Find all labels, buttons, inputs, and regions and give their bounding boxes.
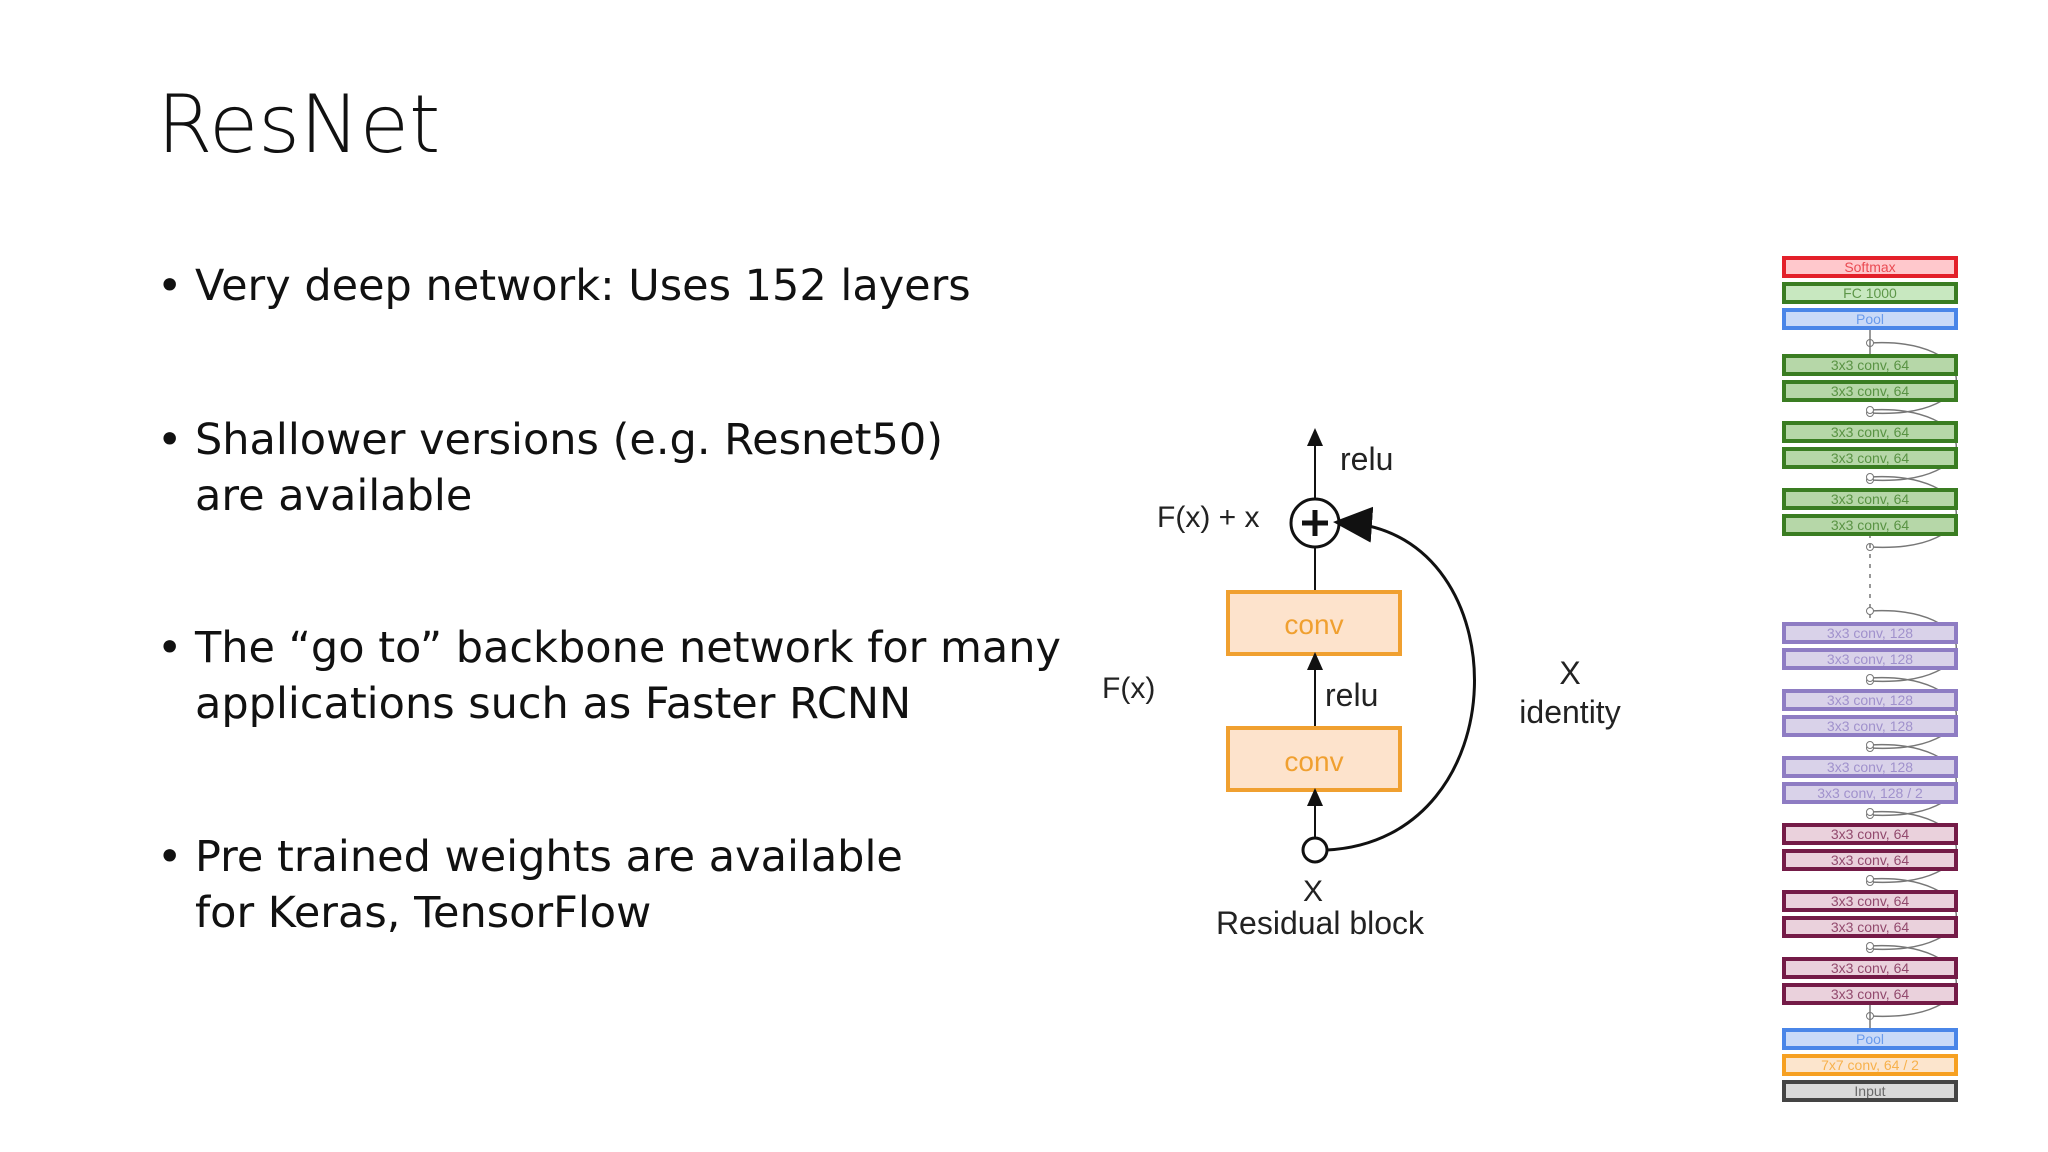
stack-layer-label: 3x3 conv, 64 [1831,517,1910,533]
stack-layer-label: 3x3 conv, 64 [1831,450,1910,466]
stack-layer-box [1782,308,1958,330]
stack-layer-label: 3x3 conv, 128 [1827,759,1913,775]
bullet-item: • Shallower versions (e.g. Resnet50) are… [157,412,955,524]
skip-node [1866,473,1874,481]
slide-title: ResNet [157,78,441,171]
stack-layer-label: 3x3 conv, 128 [1827,718,1913,734]
skip-node [1866,808,1874,816]
skip-connection-arc [1869,744,1957,816]
skip-connection-arc [1869,677,1957,749]
stack-layer-label: 3x3 conv, 64 [1831,893,1910,909]
stack-layer-box [1782,447,1958,469]
input-node [1301,836,1329,864]
stack-layer-label: 3x3 conv, 128 [1827,692,1913,708]
stack-layer-box [1782,1028,1958,1050]
input-x-label: X [1303,875,1323,908]
stack-layer-label: 3x3 conv, 64 [1831,491,1910,507]
stack-layer-box [1782,715,1958,737]
skip-connection-arc [1869,878,1957,950]
stack-layer-box [1782,514,1958,536]
stack-layer-box [1782,689,1958,711]
identity-skip-arrow [1326,506,1476,852]
residual-block-caption: Residual block [1216,905,1425,941]
stack-layer-box [1782,380,1958,402]
stack-layer-box [1782,782,1958,804]
stack-layer-box [1782,849,1958,871]
stack-layer-box [1782,983,1958,1005]
stack-layer-box [1782,488,1958,510]
stack-layer-label: 3x3 conv, 128 [1827,625,1913,641]
bullet-item: • Pre trained weights are available for … [157,829,975,941]
stack-layer-label: 3x3 conv, 64 [1831,383,1910,399]
stack-layer-label: Input [1854,1083,1885,1099]
stack-layer-label: 3x3 conv, 64 [1831,357,1910,373]
stack-layer-box [1782,756,1958,778]
conv-bottom-label: conv [1284,746,1343,777]
skip-connection-arc [1869,811,1957,883]
bullet-text: Very deep network: Uses 152 layers [195,261,971,311]
bullet-text: Pre trained weights are available for Ke… [195,832,903,938]
mid-relu-label: relu [1325,677,1378,713]
stack-layer-box [1782,256,1958,278]
skip-node [1866,674,1874,682]
skip-connection-arc [1869,476,1957,548]
bullet-marker: • [157,623,183,673]
stack-layer-label: Softmax [1844,259,1895,275]
skip-connection-arc [1869,610,1957,682]
residual-block-diagram: relu F(x) + x conv relu F(x) conv X Resi… [1102,428,1621,941]
conv-box-top [1226,590,1402,656]
stack-layer-box [1782,354,1958,376]
stack-layer-label: 3x3 conv, 128 [1827,651,1913,667]
bullet-text: The “go to” backbone network for many ap… [195,623,1061,729]
conv-top-label: conv [1284,609,1343,640]
identity-label: identity [1519,694,1620,730]
skip-connection-arc [1869,409,1957,481]
stack-layer-label: 3x3 conv, 64 [1831,960,1910,976]
stack-layer-label: 3x3 conv, 64 [1831,826,1910,842]
stack-layer-label: 3x3 conv, 64 [1831,424,1910,440]
bullet-item: • Very deep network: Uses 152 layers [157,258,1055,314]
top-relu-label: relu [1340,441,1393,477]
stack-layer-box [1782,916,1958,938]
skip-node [1866,875,1874,883]
stack-layer-box [1782,282,1958,304]
stack-layer-label: FC 1000 [1843,285,1897,301]
stack-layer-box [1782,1080,1958,1102]
bullet-marker: • [157,261,183,311]
skip-node [1866,741,1874,749]
bullet-marker: • [157,415,183,465]
stack-layer-label: 3x3 conv, 64 [1831,919,1910,935]
stack-layer-label: Pool [1856,311,1884,327]
stack-layer-label: 3x3 conv, 64 [1831,852,1910,868]
stack-layer-label: Pool [1856,1031,1884,1047]
skip-node [1866,607,1874,615]
sum-label: F(x) + x [1157,501,1260,534]
stack-layer-label: 3x3 conv, 64 [1831,986,1910,1002]
stack-layer-box [1782,890,1958,912]
skip-connection-arc [1869,945,1957,1017]
identity-x-label: X [1559,655,1580,691]
stack-layer-box [1782,648,1958,670]
stack-layer-box [1782,957,1958,979]
stack-layer-label: 3x3 conv, 128 / 2 [1817,785,1923,801]
bullet-marker: • [157,832,183,882]
stack-layer-box [1782,823,1958,845]
stack-layer-box [1782,421,1958,443]
fx-label: F(x) [1102,672,1155,705]
bullet-text: Shallower versions (e.g. Resnet50) are a… [195,415,944,521]
bullet-item: • The “go to” backbone network for many … [157,620,1075,732]
stack-layer-box [1782,1054,1958,1076]
skip-node [1866,406,1874,414]
stack-layer-label: 7x7 conv, 64 / 2 [1821,1057,1919,1073]
skip-connection-arc [1869,342,1957,414]
skip-node [1866,942,1874,950]
stack-layer-box [1782,622,1958,644]
